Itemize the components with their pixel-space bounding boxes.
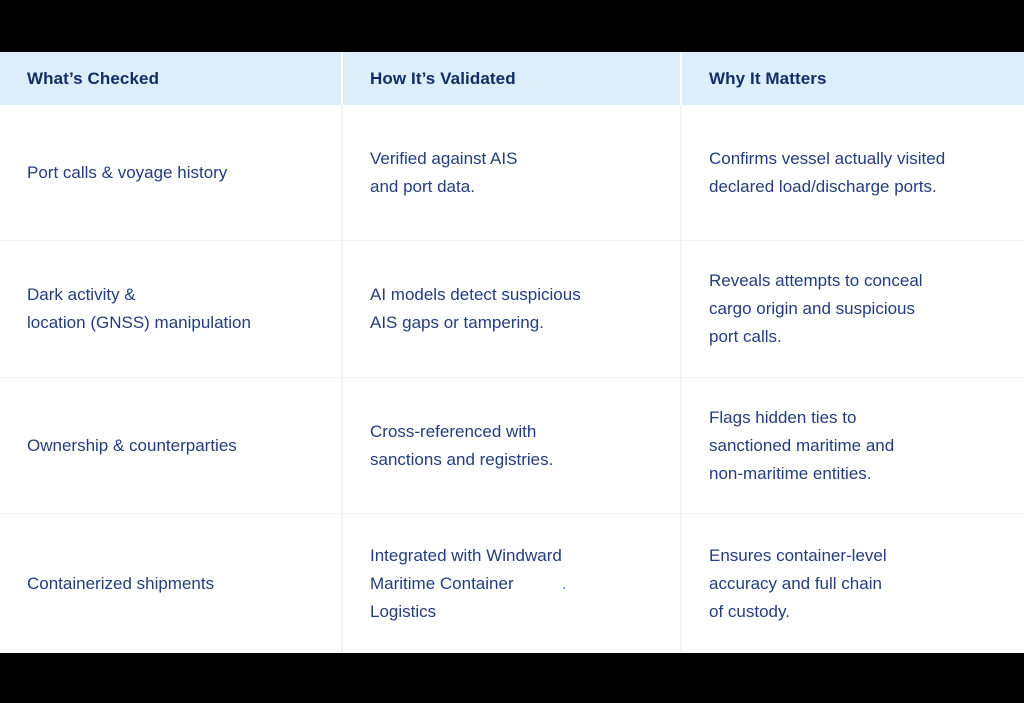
cell-checked: Dark activity & location (GNSS) manipula…	[0, 241, 341, 377]
cell-validated: Verified against AIS and port data.	[343, 105, 680, 240]
table-row-dark-activity: Dark activity & location (GNSS) manipula…	[0, 240, 1024, 377]
cell-checked: Ownership & counterparties	[0, 378, 341, 513]
column-header-label: How It’s Validated	[370, 68, 516, 88]
cell-checked: Port calls & voyage history	[0, 105, 341, 240]
cell-text: Confirms vessel actually visited declare…	[709, 148, 946, 196]
cell-text: Ensures container-level accuracy and ful…	[709, 545, 887, 621]
table-header-row: What’s Checked How It’s Validated Why It…	[0, 52, 1024, 105]
cell-validated: Integrated with Windward Maritime Contai…	[343, 514, 680, 653]
cell-validated: AI models detect suspicious AIS gaps or …	[343, 241, 680, 377]
table-row-containerized: Containerized shipments Integrated with …	[0, 513, 1024, 653]
column-header-label: Why It Matters	[709, 68, 827, 88]
column-header-whats-checked: What’s Checked	[0, 52, 341, 105]
verification-table: What’s Checked How It’s Validated Why It…	[0, 52, 1024, 653]
cell-checked: Containerized shipments	[0, 514, 341, 653]
cell-text: Port calls & voyage history	[27, 162, 228, 182]
cell-matters: Ensures container-level accuracy and ful…	[682, 514, 1024, 653]
table-row-ownership: Ownership & counterparties Cross-referen…	[0, 377, 1024, 513]
table-row-port-calls: Port calls & voyage history Verified aga…	[0, 105, 1024, 240]
cell-text: Reveals attempts to conceal cargo origin…	[709, 271, 923, 346]
cell-text: Dark activity & location (GNSS) manipula…	[27, 285, 251, 332]
cell-text: Integrated with Windward Maritime Contai…	[370, 545, 562, 621]
cell-matters: Confirms vessel actually visited declare…	[682, 105, 1024, 240]
cell-text: Flags hidden ties to sanctioned maritime…	[709, 407, 895, 483]
logistics-link-period[interactable]: .	[561, 573, 567, 593]
cell-text: Ownership & counterparties	[27, 435, 237, 455]
column-header-how-validated: How It’s Validated	[343, 52, 680, 105]
cell-text: Cross-referenced with sanctions and regi…	[370, 421, 554, 469]
column-header-label: What’s Checked	[27, 68, 160, 88]
cell-matters: Flags hidden ties to sanctioned maritime…	[682, 378, 1024, 513]
cell-validated: Cross-referenced with sanctions and regi…	[343, 378, 680, 513]
cell-text: AI models detect suspicious AIS gaps or …	[370, 285, 581, 332]
column-header-why-matters: Why It Matters	[682, 52, 1024, 105]
cell-matters: Reveals attempts to conceal cargo origin…	[682, 241, 1024, 377]
cell-text: Containerized shipments	[27, 573, 215, 593]
cell-text: Verified against AIS and port data.	[370, 148, 518, 196]
